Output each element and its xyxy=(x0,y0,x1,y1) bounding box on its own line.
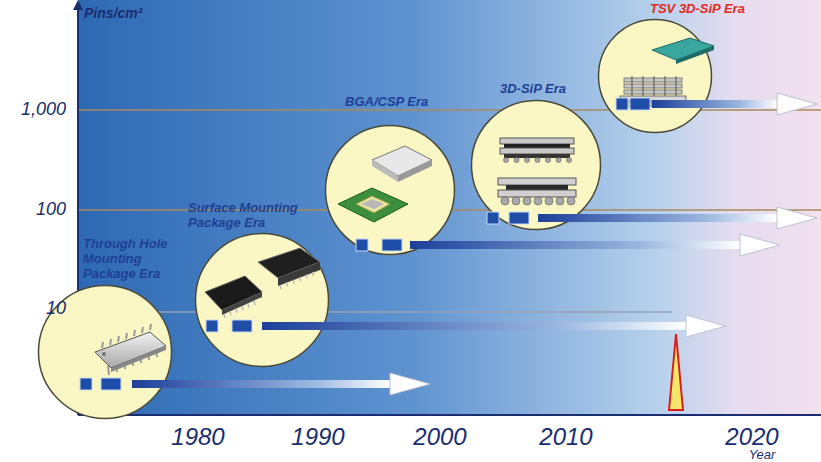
era-circle: Surface Mounting Package Era xyxy=(194,232,330,368)
axis-title: Pins/cm² xyxy=(84,5,142,21)
axis-label-box: 2010 xyxy=(539,423,592,451)
era-marker xyxy=(356,239,368,251)
era-marker xyxy=(101,378,121,390)
era-arrows xyxy=(80,93,817,395)
era-marker xyxy=(232,320,252,332)
grid-line xyxy=(78,109,821,111)
x-tick-label: 1990 xyxy=(291,423,344,450)
era-circle: BGA/CSP Era xyxy=(324,124,456,256)
x-tick-label: 2010 xyxy=(539,423,592,450)
era-marker xyxy=(487,212,499,224)
era-heading: Through Hole Mounting Package Era xyxy=(83,236,183,281)
y-tick-label: 1,000 xyxy=(21,99,66,119)
arrow-head xyxy=(686,315,726,337)
axis-label-box: 1,000 xyxy=(21,99,66,120)
era-marker xyxy=(616,98,628,110)
circle-outline xyxy=(470,99,602,231)
circle-outline xyxy=(324,124,456,256)
axis-label-box: Pins/cm² xyxy=(84,4,142,22)
plot-ground xyxy=(78,0,821,415)
y-tick-label: 10 xyxy=(46,298,66,318)
arrow-shaft xyxy=(132,380,390,388)
era-circle: TSV 3D-SiP Era xyxy=(597,18,713,134)
arrow-head xyxy=(777,93,817,115)
arrow-head xyxy=(740,234,780,256)
axis-label-box: 100 xyxy=(36,199,66,220)
stacked-packages xyxy=(498,138,576,205)
arrow-head xyxy=(390,373,430,395)
era-heading: TSV 3D-SiP Era xyxy=(650,1,790,16)
axis-label-box: 2020 xyxy=(725,423,778,451)
axis-label-box: Year xyxy=(749,445,776,462)
x-tick-label: 2000 xyxy=(413,423,466,450)
x-tick-label: 1980 xyxy=(171,423,224,450)
x-axis xyxy=(78,414,821,416)
grid-line xyxy=(78,311,672,313)
era-marker xyxy=(382,239,402,251)
arrow-shaft xyxy=(262,322,686,330)
era-marker xyxy=(206,320,218,332)
arrow-head xyxy=(777,207,817,229)
circle-outline xyxy=(194,232,330,368)
era-heading: 3D-SiP Era xyxy=(500,81,620,96)
era-marker xyxy=(630,98,650,110)
axis-label-box: 10 xyxy=(46,298,66,319)
year-marker xyxy=(669,334,683,410)
bga-csp-packages xyxy=(338,146,432,222)
arrow-shaft xyxy=(538,214,777,222)
arrow-shaft xyxy=(652,100,777,108)
era-marker xyxy=(509,212,529,224)
era-heading: Surface Mounting Package Era xyxy=(188,200,338,230)
tsv-stack xyxy=(620,38,714,107)
era-circle: 3D-SiP Era xyxy=(470,99,602,231)
era-heading: BGA/CSP Era xyxy=(345,94,465,109)
era-marker xyxy=(80,378,92,390)
axis-label-box: 1990 xyxy=(291,423,344,451)
y-tick-label: 100 xyxy=(36,199,66,219)
circle-outline xyxy=(597,18,713,134)
axis-label-box: 1980 xyxy=(171,423,224,451)
axis-title: Year xyxy=(749,447,776,462)
axis-label-box: 2000 xyxy=(413,423,466,451)
axis-arrow xyxy=(73,0,83,10)
arrow-shaft xyxy=(410,241,740,249)
x-tick-label: 2020 xyxy=(725,423,778,450)
dip-chip xyxy=(95,324,166,375)
smd-chips xyxy=(205,248,320,318)
